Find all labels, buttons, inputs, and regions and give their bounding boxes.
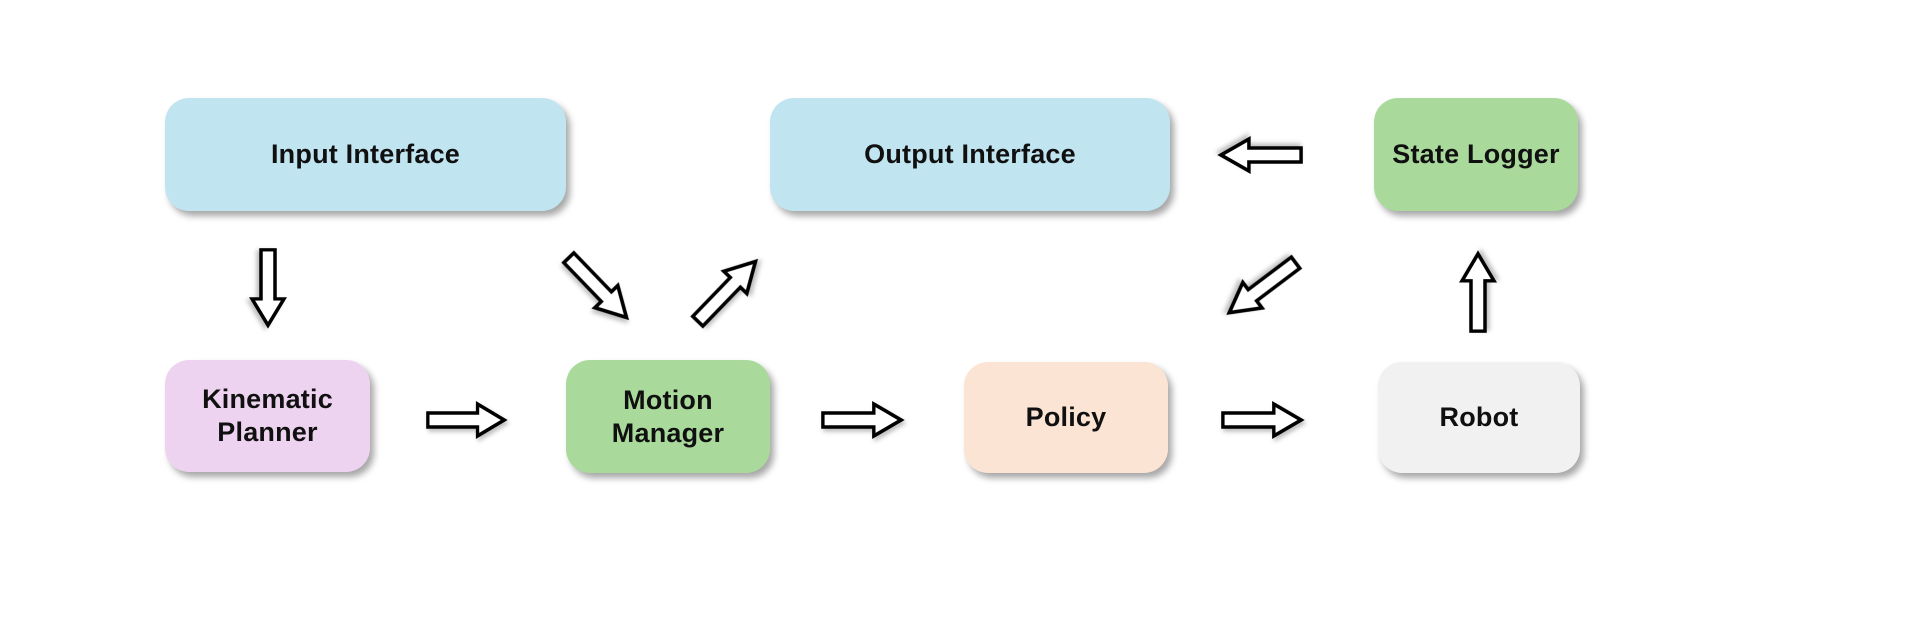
node-motion-manager-label: Motion Manager	[611, 384, 725, 448]
arrow-diagonal-motion-to-output-icon	[683, 246, 771, 336]
arrow-left-state-to-output-icon	[1217, 135, 1303, 175]
node-state-logger-label: State Logger	[1392, 139, 1560, 170]
node-state-logger: State Logger	[1374, 98, 1578, 211]
arrow-down-input-to-kinematic-icon	[248, 248, 288, 329]
arrow-diagonal-input-to-motion-icon	[554, 243, 642, 333]
arrow-up-robot-to-state-icon	[1458, 250, 1498, 333]
node-robot-label: Robot	[1439, 402, 1519, 433]
node-robot: Robot	[1378, 362, 1580, 473]
node-output-interface-label: Output Interface	[864, 139, 1076, 170]
arrow-diagonal-state-to-policy-icon	[1215, 246, 1308, 329]
arrow-right-motion-to-policy-icon	[821, 400, 905, 440]
node-policy-label: Policy	[1025, 402, 1107, 433]
node-kinematic-planner: Kinematic Planner	[165, 360, 370, 472]
arrow-right-kinematic-to-motion-icon	[426, 400, 508, 440]
node-kinematic-planner-label: Kinematic Planner	[202, 384, 333, 447]
arrow-right-policy-to-robot-icon	[1221, 400, 1305, 440]
node-motion-manager: Motion Manager	[566, 360, 770, 473]
node-input-interface-label: Input Interface	[270, 139, 461, 170]
node-policy: Policy	[964, 362, 1168, 473]
node-input-interface: Input Interface	[165, 98, 566, 211]
node-output-interface: Output Interface	[770, 98, 1170, 211]
